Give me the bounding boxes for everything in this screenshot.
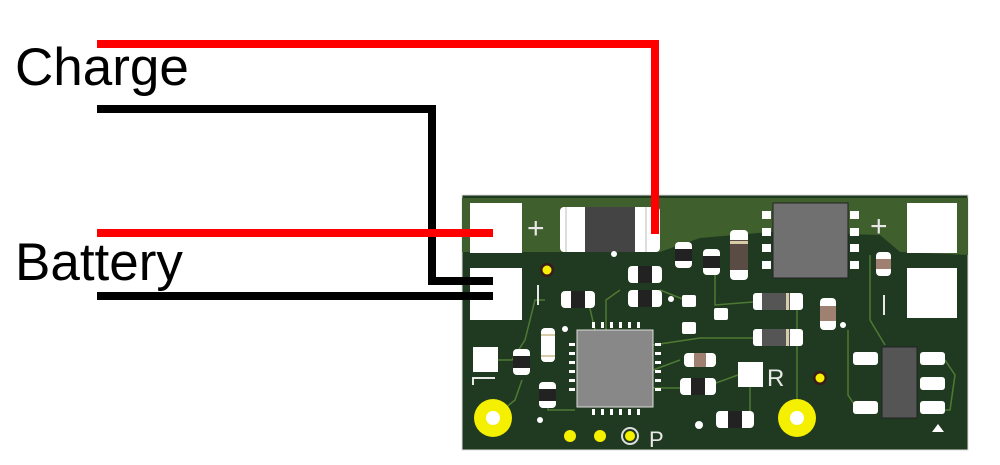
capacitor <box>680 378 716 395</box>
resistor <box>684 353 716 367</box>
capacitor <box>513 349 530 375</box>
resistor <box>876 252 891 276</box>
capacitor <box>561 291 595 308</box>
via-holes <box>474 251 846 445</box>
soic8-ic <box>762 202 859 279</box>
inductor-1 <box>753 293 803 310</box>
capacitor <box>628 290 662 307</box>
resistor <box>820 298 836 330</box>
charge-positive-pad <box>470 203 522 253</box>
capacitor <box>628 266 662 283</box>
resistor <box>541 328 555 362</box>
capacitor <box>703 249 720 275</box>
capacitor <box>675 242 692 268</box>
charge-positive-wire <box>97 40 659 234</box>
plus-mark-right: + <box>870 210 888 243</box>
capacitor <box>539 382 556 408</box>
inductor-2 <box>753 329 803 346</box>
capacitor <box>716 411 754 428</box>
charge-label: Charge <box>15 38 189 97</box>
sot23-regulator <box>853 346 945 432</box>
test-pad-l <box>473 347 498 372</box>
battery-label: Battery <box>15 233 183 292</box>
small-pad <box>714 308 728 320</box>
plus-mark-left: + <box>527 212 545 245</box>
qfn-microcontroller <box>569 322 661 415</box>
corner-mark <box>472 377 495 385</box>
reset-pad <box>738 362 763 387</box>
charge-negative-wire <box>97 105 493 285</box>
reset-label: R <box>767 365 784 392</box>
diode <box>560 207 660 252</box>
small-pad <box>682 295 696 307</box>
program-label: P <box>649 427 664 452</box>
small-pad <box>682 322 696 334</box>
battery-positive-pad <box>907 203 957 253</box>
pcb-board: + + <box>461 194 969 452</box>
resistor <box>730 230 748 280</box>
battery-negative-pad <box>907 268 957 318</box>
wires <box>97 40 659 300</box>
